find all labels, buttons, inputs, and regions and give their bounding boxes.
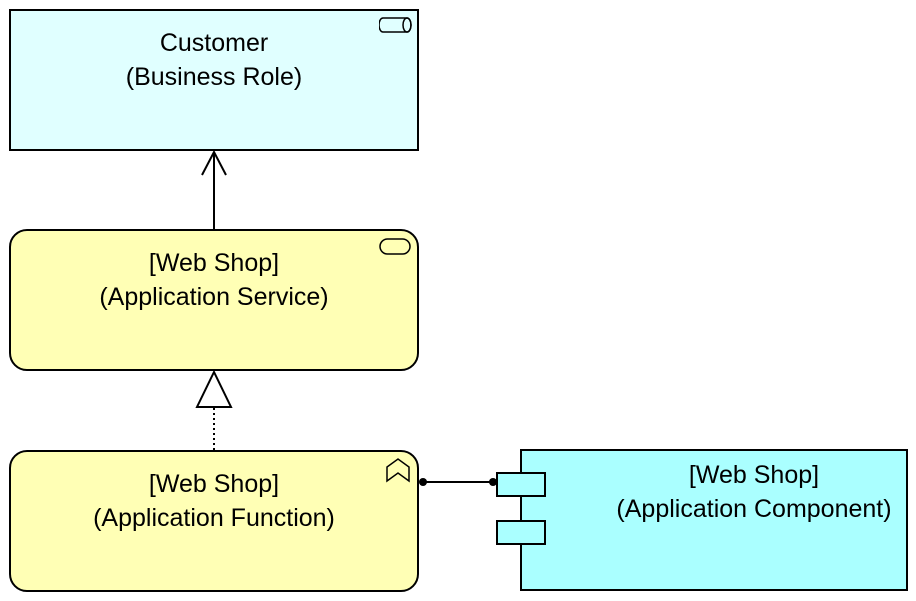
realization-edge[interactable] [195, 369, 233, 450]
application-component-icon [496, 472, 546, 545]
service-type: (Application Service) [99, 283, 329, 311]
application-service-icon [379, 238, 411, 255]
service-name: [Web Shop] [148, 249, 280, 277]
function-name: [Web Shop] [148, 470, 280, 498]
component-label: [Web Shop] (Application Component) [582, 458, 916, 526]
role-name: Customer [159, 29, 269, 57]
component-type: (Application Component) [616, 495, 892, 523]
assignment-edge[interactable] [419, 478, 497, 486]
business-role-icon [379, 17, 412, 33]
application-service-node[interactable]: [Web Shop] (Application Service) [9, 229, 419, 371]
hollow-triangle-arrowhead [195, 369, 233, 408]
application-function-node[interactable]: [Web Shop] (Application Function) [9, 450, 419, 592]
assignment-dot-end [419, 478, 427, 486]
function-label: [Web Shop] (Application Function) [11, 467, 417, 535]
role-label: Customer (Business Role) [11, 26, 417, 94]
serving-edge[interactable] [201, 149, 227, 229]
component-name: [Web Shop] [688, 461, 820, 489]
service-label: [Web Shop] (Application Service) [11, 246, 417, 314]
function-type: (Application Function) [93, 504, 335, 532]
assignment-dot-start [489, 478, 497, 486]
business-role-node[interactable]: Customer (Business Role) [9, 9, 419, 151]
open-arrowhead [201, 149, 227, 176]
role-type: (Business Role) [125, 63, 303, 91]
application-component-node[interactable]: [Web Shop] (Application Component) [520, 449, 908, 591]
application-function-icon [386, 458, 410, 483]
